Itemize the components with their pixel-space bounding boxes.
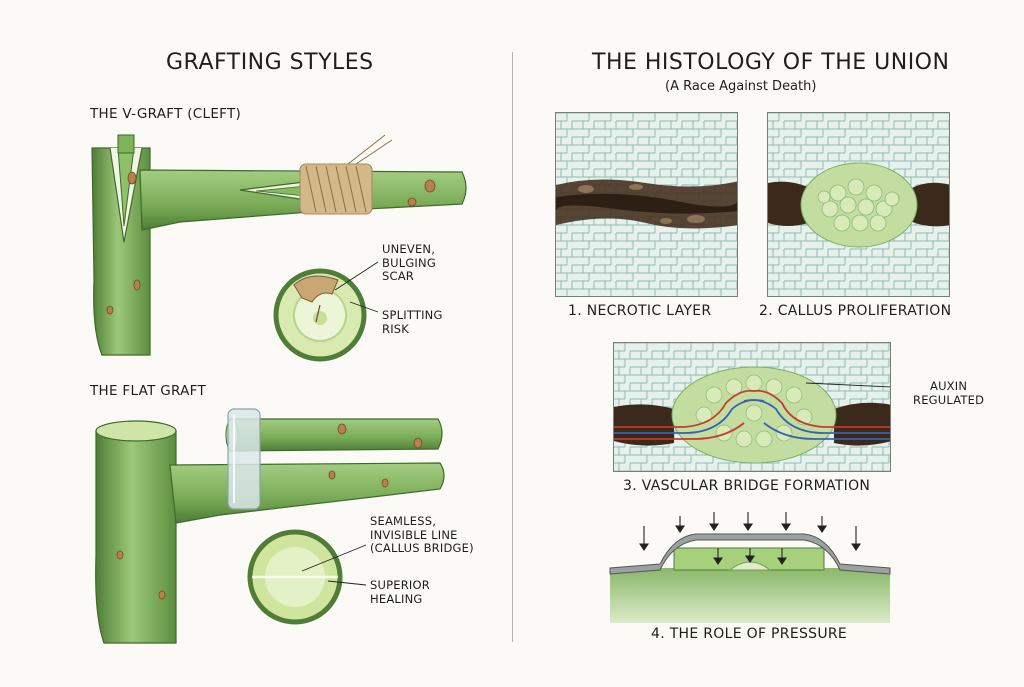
note-line: SEAMLESS, [370,514,437,528]
panel-necrotic-layer [555,112,738,297]
v-graft-illustration [91,134,467,362]
note-line: SCAR [382,269,414,283]
flat-graft-note-seamless: SEAMLESS, INVISIBLE LINE (CALLUS BRIDGE) [370,514,474,556]
caption-panel-4: 4. THE ROLE OF PRESSURE [651,626,848,642]
note-line: AUXIN [930,379,968,393]
right-title: THE HISTOLOGY OF THE UNION [592,50,950,75]
caption-panel-2: 2. CALLUS PROLIFERATION [759,303,952,319]
note-line: INVISIBLE LINE [370,527,458,542]
note-line: (CALLUS BRIDGE) [370,541,474,555]
flat-graft-heading: THE FLAT GRAFT [90,383,207,399]
panel-callus-proliferation [767,112,950,297]
note-line: HEALING [370,591,423,606]
left-title: GRAFTING STYLES [166,50,374,75]
caption-panel-3: 3. VASCULAR BRIDGE FORMATION [623,478,871,494]
panel-vascular-bridge [613,342,891,472]
note-line: BULGING [382,255,436,270]
note-line: SUPERIOR [370,578,430,592]
note-line: REGULATED [913,392,985,407]
v-graft-note-split: SPLITTING RISK [382,308,443,336]
note-line: SPLITTING [382,308,443,322]
v-graft-heading: THE V-GRAFT (CLEFT) [90,106,242,122]
vascular-note-auxin: AUXIN REGULATED [913,379,985,407]
note-line: UNEVEN, [382,242,436,256]
caption-panel-1: 1. NECROTIC LAYER [568,303,712,319]
v-graft-note-scar: UNEVEN, BULGING SCAR [382,242,436,284]
flat-graft-illustration [95,408,445,644]
note-line: RISK [382,321,410,336]
center-divider [512,52,513,642]
pressure-illustration [609,512,891,623]
right-subtitle: (A Race Against Death) [665,79,817,94]
flat-graft-note-superior: SUPERIOR HEALING [370,578,430,606]
